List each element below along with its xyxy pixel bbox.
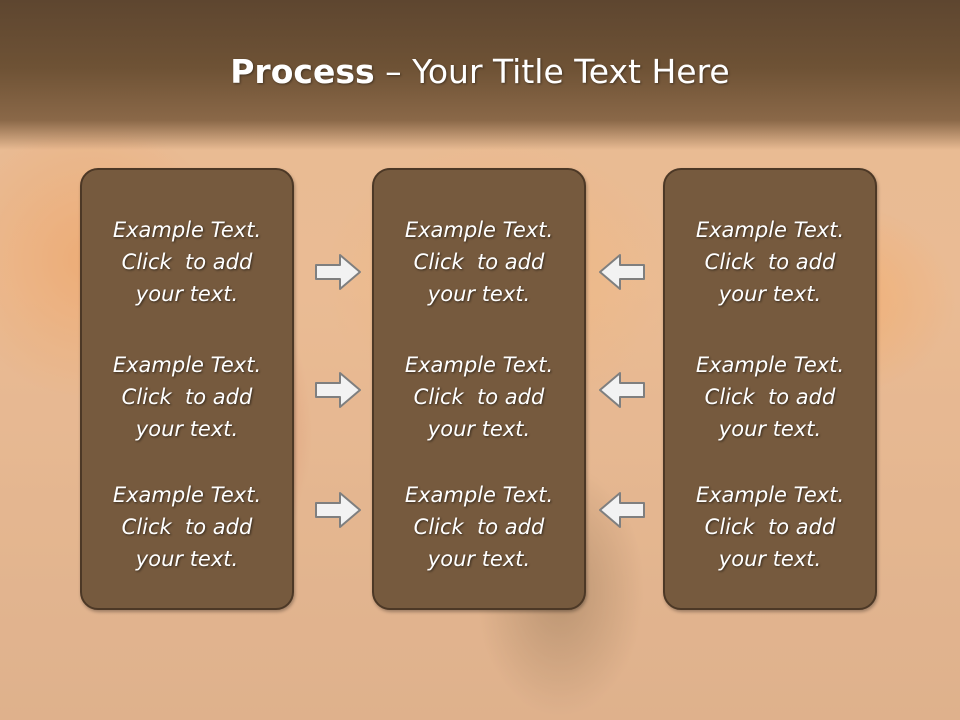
text-placeholder[interactable]: Example Text. Click to add your text. (374, 214, 584, 310)
text-placeholder[interactable]: Example Text. Click to add your text. (374, 349, 584, 445)
text-line: your text. (718, 282, 822, 306)
text-line: Click to add (121, 515, 253, 539)
text-line: your text. (135, 547, 239, 571)
process-box-3[interactable]: Example Text. Click to add your text. Ex… (663, 168, 877, 610)
text-line: Click to add (704, 385, 836, 409)
text-line: your text. (135, 417, 239, 441)
text-line: Example Text. (112, 218, 262, 242)
text-line: your text. (427, 547, 531, 571)
text-line: Click to add (704, 515, 836, 539)
text-line: Click to add (413, 385, 545, 409)
text-placeholder[interactable]: Example Text. Click to add your text. (665, 479, 875, 575)
text-placeholder[interactable]: Example Text. Click to add your text. (82, 214, 292, 310)
process-box-1[interactable]: Example Text. Click to add your text. Ex… (80, 168, 294, 610)
text-line: your text. (427, 282, 531, 306)
text-placeholder[interactable]: Example Text. Click to add your text. (82, 479, 292, 575)
text-line: your text. (427, 417, 531, 441)
arrow-right-icon[interactable] (314, 370, 362, 410)
text-placeholder[interactable]: Example Text. Click to add your text. (665, 214, 875, 310)
text-placeholder[interactable]: Example Text. Click to add your text. (665, 349, 875, 445)
text-line: Click to add (413, 515, 545, 539)
arrow-right-icon[interactable] (314, 490, 362, 530)
text-line: Click to add (704, 250, 836, 274)
slide-title[interactable]: Process – Your Title Text Here (0, 52, 960, 91)
title-band (0, 0, 960, 150)
title-rest: – Your Title Text Here (374, 52, 730, 91)
text-line: Example Text. (695, 353, 845, 377)
text-line: Example Text. (404, 353, 554, 377)
text-line: Click to add (413, 250, 545, 274)
text-line: Example Text. (404, 483, 554, 507)
text-line: your text. (718, 417, 822, 441)
arrow-right-icon[interactable] (314, 252, 362, 292)
text-line: Example Text. (112, 483, 262, 507)
arrow-left-icon[interactable] (598, 252, 646, 292)
arrow-left-icon[interactable] (598, 490, 646, 530)
text-placeholder[interactable]: Example Text. Click to add your text. (374, 479, 584, 575)
text-line: your text. (718, 547, 822, 571)
text-line: Example Text. (695, 483, 845, 507)
text-line: Example Text. (404, 218, 554, 242)
text-line: Example Text. (112, 353, 262, 377)
process-box-2[interactable]: Example Text. Click to add your text. Ex… (372, 168, 586, 610)
text-line: Example Text. (695, 218, 845, 242)
text-line: Click to add (121, 385, 253, 409)
text-line: your text. (135, 282, 239, 306)
text-line: Click to add (121, 250, 253, 274)
text-placeholder[interactable]: Example Text. Click to add your text. (82, 349, 292, 445)
title-bold: Process (230, 52, 375, 91)
arrow-left-icon[interactable] (598, 370, 646, 410)
